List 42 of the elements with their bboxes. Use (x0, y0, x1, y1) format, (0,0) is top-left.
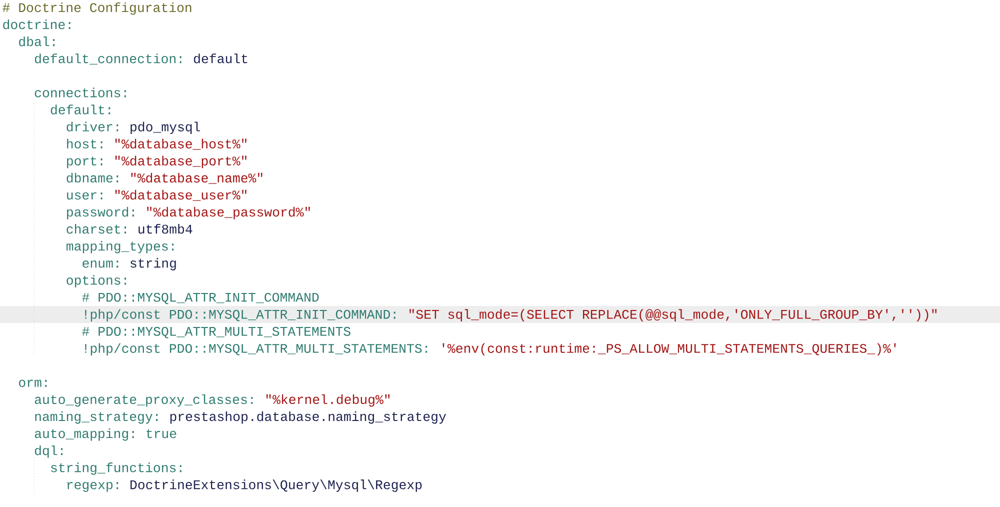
code-value: pdo_mysql (130, 122, 200, 134)
code-string: "SET sql_mode=(SELECT REPLACE(@@sql_mode,'ONLY_FULL_GROUP_BY',''))" (410, 309, 937, 322)
code-key: dbal: (19, 36, 55, 46)
code-key: mapping_types: (66, 241, 174, 254)
code-string: "%database_name%" (131, 172, 262, 184)
code-key: orm: (19, 380, 47, 387)
code-string: "%database_host%" (115, 138, 246, 150)
code-key: connections: (34, 88, 126, 98)
code-key: default_connection: (34, 54, 182, 65)
code-value: DoctrineExtensions\Query\Mysql\Regexp (130, 480, 422, 492)
code-string: "%database_password%" (147, 206, 310, 220)
code-string: "%database_port%" (115, 156, 246, 168)
code-key: enum: (82, 260, 118, 268)
code-string: "%database_user%" (115, 190, 246, 201)
code-key: dbname: (66, 172, 118, 183)
code-key: port: (67, 156, 102, 168)
code-key: !php/const PDO::MYSQL_ATTR_INIT_COMMAND: (85, 309, 396, 322)
code-value: default (194, 54, 248, 64)
code-key: driver: (66, 122, 118, 132)
code-key: naming_strategy: (35, 411, 158, 424)
code-key: true (146, 429, 176, 438)
code-key: default: (50, 104, 110, 114)
code-value: utf8mb4 (138, 224, 192, 234)
code-key: user: (67, 192, 102, 200)
code-key: !php/const PDO::MYSQL_ATTR_MULTI_STATEMENTS: (85, 343, 428, 356)
code-string: "%kernel.debug%" (266, 394, 390, 407)
code-key: password: (67, 206, 134, 220)
code-key: dql: (34, 445, 63, 458)
code-key: options: (66, 275, 126, 288)
code-value: prestashop.database.naming_strategy (170, 411, 446, 424)
code-key: regexp: (67, 482, 118, 492)
code-key: # PDO::MYSQL_ATTR_INIT_COMMAND (82, 292, 319, 304)
code-key: charset: (66, 224, 126, 234)
code-key: string_functions: (51, 462, 182, 475)
code-comment: # Doctrine Configuration (2, 2, 192, 15)
code-key: # PDO::MYSQL_ATTR_MULTI_STATEMENTS (82, 326, 350, 338)
code-key: doctrine: (3, 19, 70, 30)
code-value: string (130, 258, 176, 270)
code-key: host: (67, 138, 102, 148)
code-string: '%env(const:runtime:_PS_ALLOW_MULTI_STATEMENTS_QUERIES_)%' (442, 343, 896, 356)
code-key: auto_generate_proxy_classes: (34, 394, 253, 407)
code-key: auto_mapping: (34, 428, 134, 441)
